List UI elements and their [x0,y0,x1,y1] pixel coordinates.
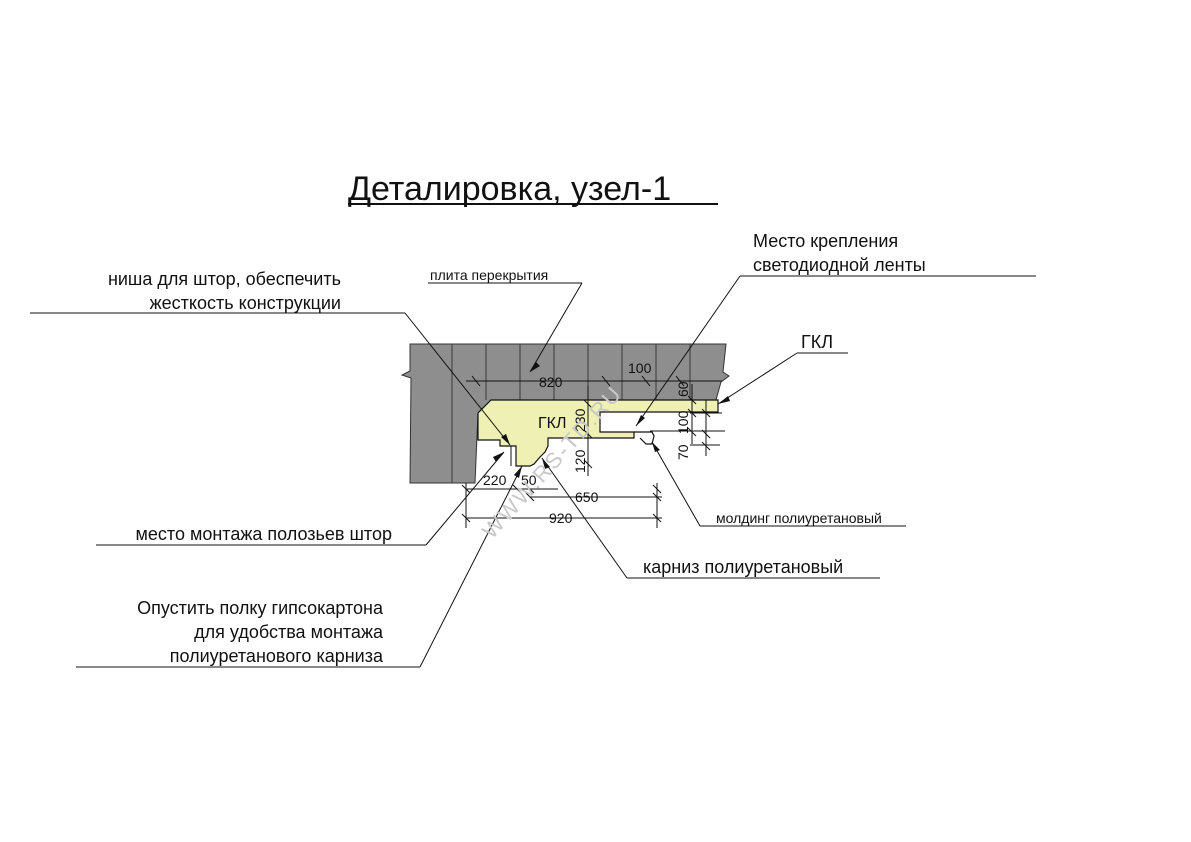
leader-lines [30,275,1036,668]
dim-60: 60 [675,381,691,397]
dimension-lines [461,375,725,528]
dim-650: 650 [575,489,599,505]
dim-70: 70 [675,444,691,460]
rails-label: место монтажа полозьев штор [136,524,392,544]
led-label-line2: светодиодной ленты [753,255,926,275]
slab-label: плита перекрытия [430,267,548,283]
dim-50: 50 [521,472,537,488]
gkl-callout-label: ГКЛ [801,332,833,352]
dim-100-side: 100 [675,410,691,434]
shelf-label-line2: для удобства монтажа [194,622,384,642]
cornice-label: карниз полиуретановый [643,557,843,577]
led-label-line1: Место крепления [753,231,898,251]
leader-arrowheads [493,362,730,478]
dim-920: 920 [549,510,573,526]
drawing-title: Деталировка, узел-1 [348,170,671,208]
gkl-inner-label: ГКЛ [538,415,566,432]
gkl-box [477,399,719,467]
dim-120: 120 [572,449,588,473]
dim-100-top: 100 [628,360,652,376]
niche-label-line1: ниша для штор, обеспечить [108,269,341,289]
dim-230: 230 [572,408,588,432]
dim-820: 820 [539,374,563,390]
shelf-label-line1: Опустить полку гипсокартона [137,598,384,618]
shelf-label-line3: полиуретанового карниза [170,646,384,666]
dim-220: 220 [483,472,507,488]
niche-label-line2: жесткость конструкции [150,293,341,313]
molding-label: молдинг полиуретановый [716,510,882,526]
